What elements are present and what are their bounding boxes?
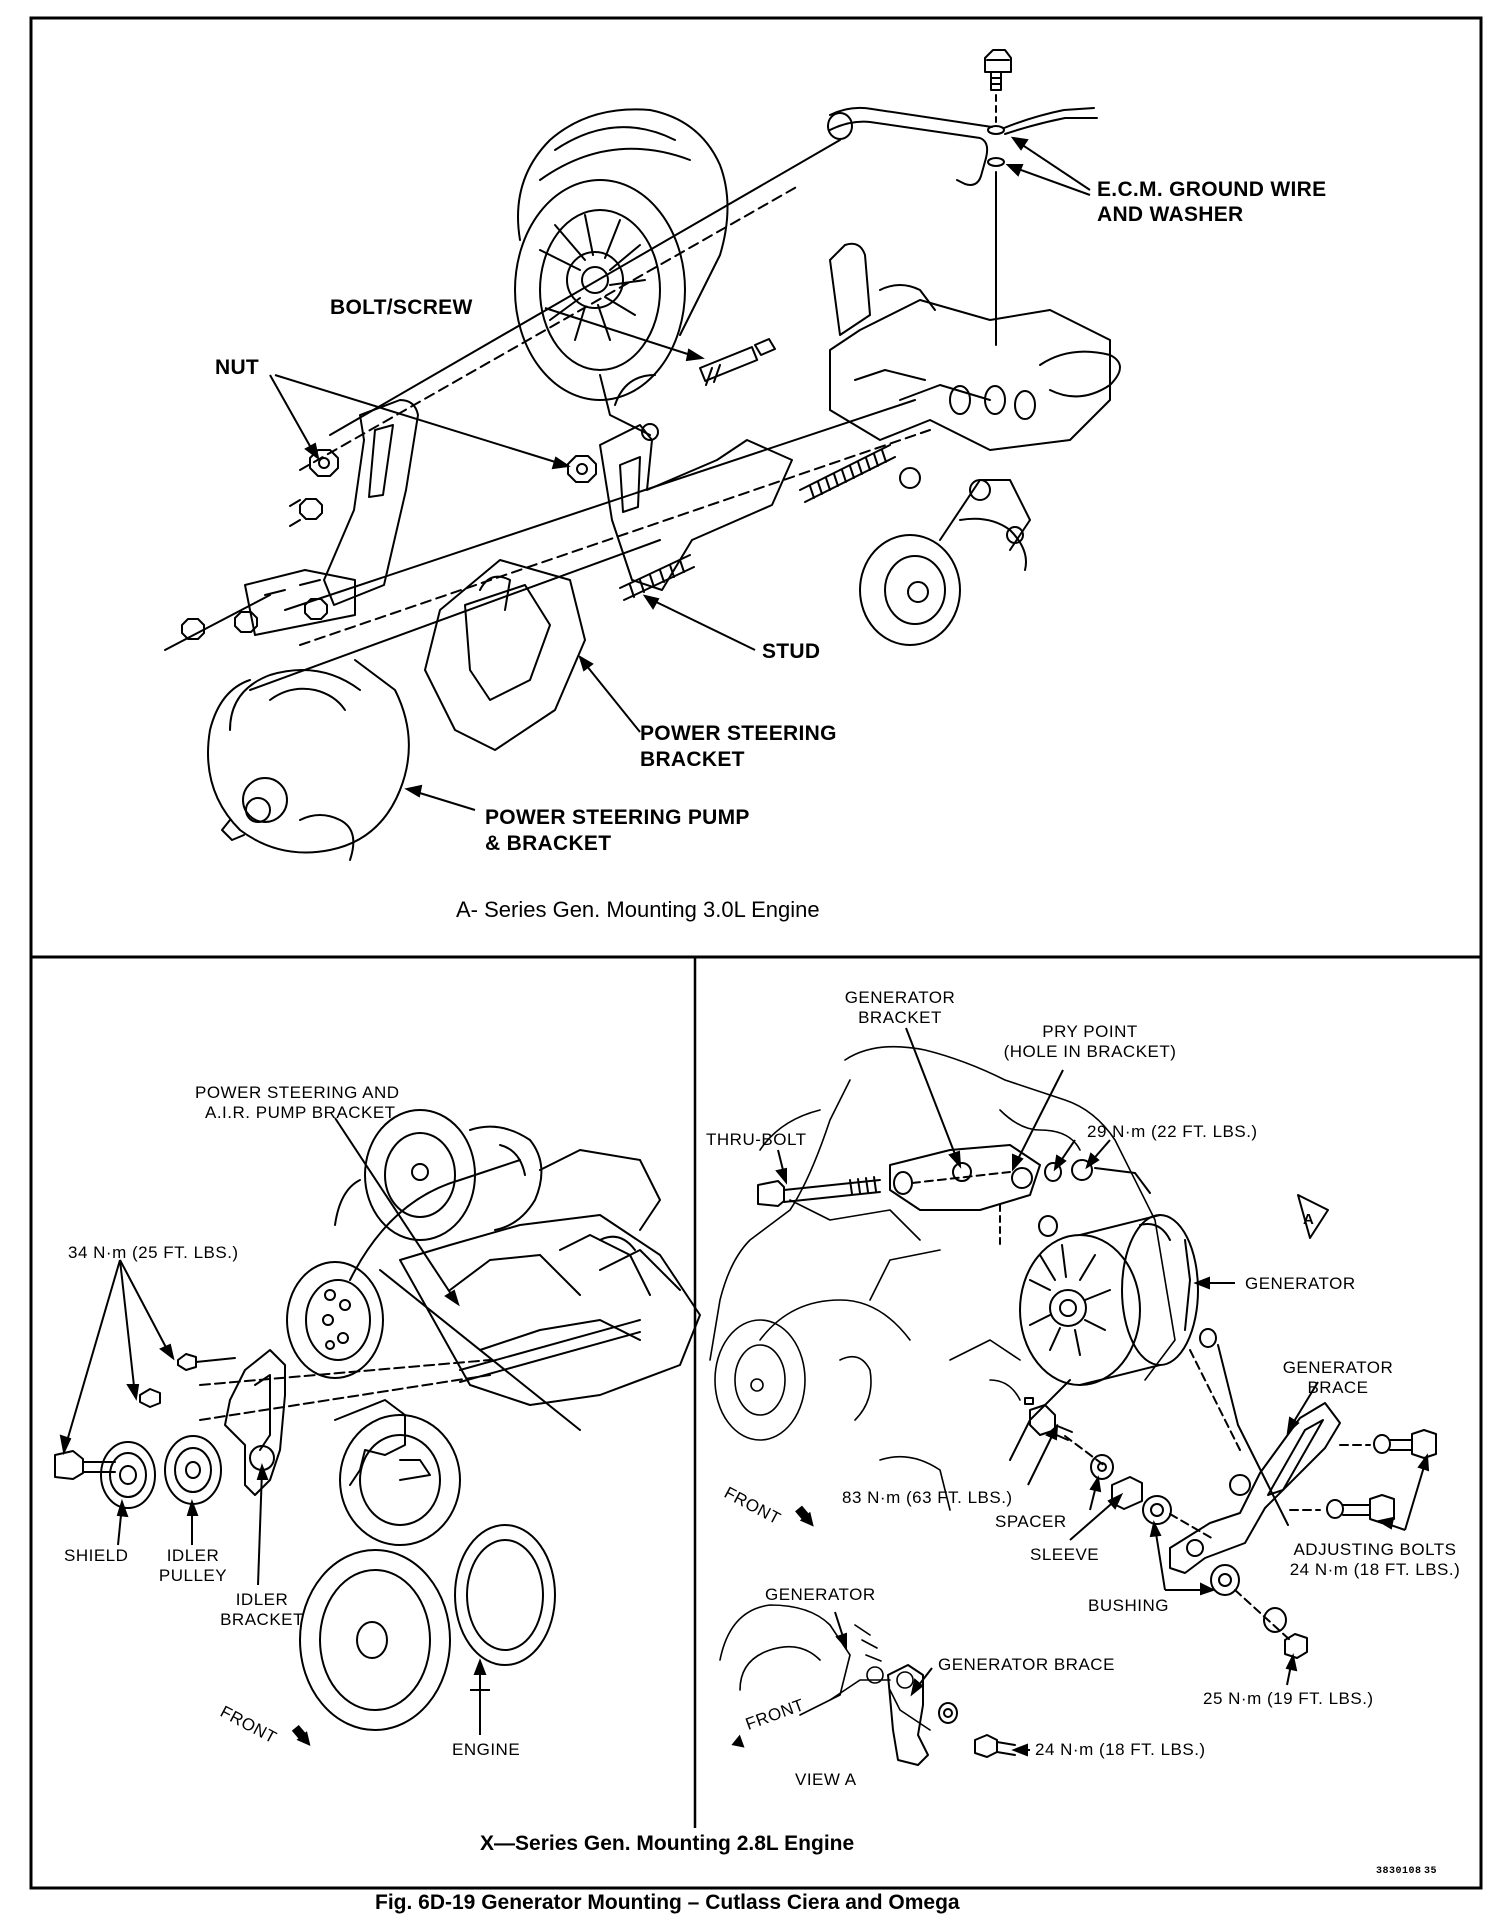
figure-caption: Fig. 6D-19 Generator Mounting – Cutlass … xyxy=(375,1891,960,1914)
rear-bracket-icon xyxy=(244,399,419,636)
panel-x-left-leaders xyxy=(59,1117,490,1735)
power-steering-bracket-icon xyxy=(424,559,586,751)
label-power-steering-pump-2: & BRACKET xyxy=(485,832,612,855)
panel-a-caption: A- Series Gen. Mounting 3.0L Engine xyxy=(456,897,820,922)
air-pump-pulley-icon xyxy=(334,1109,543,1241)
panel-x-left-drawing xyxy=(54,1109,701,1731)
label-spacer: SPACER xyxy=(995,1512,1067,1531)
label-torque-34: 34 N·m (25 FT. LBS.) xyxy=(68,1243,239,1262)
label-sleeve: SLEEVE xyxy=(1030,1545,1100,1564)
label-ps-air-bracket-2: A.I.R. PUMP BRACKET xyxy=(205,1103,396,1122)
engine-block-icon xyxy=(709,1045,1176,1511)
label-generator-bracket-1: GENERATOR xyxy=(844,988,956,1007)
label-thru-bolt: THRU-BOLT xyxy=(706,1130,807,1149)
label-generator-bracket-2: BRACKET xyxy=(858,1008,942,1027)
panel-a-drawing xyxy=(164,49,1121,861)
label-idler-pulley-1: IDLER xyxy=(166,1546,220,1565)
idler-pulley-icon xyxy=(164,1435,222,1505)
label-power-steering-bracket-2: BRACKET xyxy=(640,748,745,771)
label-generator-brace-2: BRACE xyxy=(1307,1378,1369,1397)
label-torque-24: 24 N·m (18 FT. LBS.) xyxy=(1035,1740,1206,1759)
label-ecm-ground-wire: E.C.M. GROUND WIRE xyxy=(1097,178,1327,201)
label-view-a-generator: GENERATOR xyxy=(765,1585,876,1604)
panel-x-right-leaders xyxy=(775,1027,1430,1757)
label-pry-point-2: (HOLE IN BRACKET) xyxy=(1003,1042,1177,1061)
panel-x-right-drawing xyxy=(709,1045,1437,1766)
label-power-steering-pump-1: POWER STEERING PUMP xyxy=(485,806,750,829)
label-adjusting-bolts-1: ADJUSTING BOLTS xyxy=(1293,1540,1457,1559)
figure-frame xyxy=(29,16,1483,1890)
panel-x-caption: X—Series Gen. Mounting 2.8L Engine xyxy=(480,1832,855,1855)
front-arrow-icon xyxy=(731,1734,745,1748)
nut-icon xyxy=(181,449,597,640)
label-bolt-screw: BOLT/SCREW xyxy=(330,296,473,319)
image-code: 3830108 35 xyxy=(1376,1866,1438,1877)
label-torque-25: 25 N·m (19 FT. LBS.) xyxy=(1203,1689,1374,1708)
crank-pulley-icon xyxy=(299,1399,556,1731)
label-torque-29: 29 N·m (22 FT. LBS.) xyxy=(1087,1122,1258,1141)
stud-icon xyxy=(619,444,896,601)
label-view-a-generator-brace: GENERATOR BRACE xyxy=(938,1655,1115,1674)
ps-pump-pulley-icon xyxy=(286,1261,384,1379)
power-steering-pump-icon xyxy=(207,659,410,861)
label-bushing: BUSHING xyxy=(1088,1596,1169,1615)
bolt-screw-icon xyxy=(699,338,776,386)
label-idler-bracket-2: BRACKET xyxy=(220,1610,304,1629)
ecm-bolt-icon xyxy=(984,49,1098,346)
label-stud: STUD xyxy=(762,640,821,663)
view-a-marker: A xyxy=(1303,1211,1315,1228)
label-view-a: VIEW A xyxy=(795,1770,857,1789)
thru-bolt-icon xyxy=(757,1171,1011,1207)
label-shield: SHIELD xyxy=(64,1546,129,1565)
label-nut: NUT xyxy=(215,356,260,379)
label-ps-air-bracket-1: POWER STEERING AND xyxy=(195,1083,400,1102)
label-generator-brace-1: GENERATOR xyxy=(1282,1358,1394,1377)
generator-icon xyxy=(1019,1214,1217,1386)
label-torque-83: 83 N·m (63 FT. LBS.) xyxy=(842,1488,1013,1507)
crank-pulley-icon xyxy=(859,467,1031,646)
front-arrow-icons xyxy=(291,1505,814,1748)
label-generator: GENERATOR xyxy=(1245,1274,1356,1293)
generator-brace-icon xyxy=(1169,1402,1341,1574)
shield-icon xyxy=(100,1441,156,1509)
panel-a-leaders xyxy=(269,136,1091,811)
view-a-generator-icon xyxy=(719,1604,931,1731)
label-ecm-and-washer: AND WASHER xyxy=(1097,203,1244,226)
label-pry-point-1: PRY POINT xyxy=(1042,1022,1138,1041)
engine-block-icon xyxy=(829,242,1121,451)
label-power-steering-bracket-1: POWER STEERING xyxy=(640,722,837,745)
front-arrow-icon xyxy=(795,1505,814,1527)
label-adjusting-bolts-2: 24 N·m (18 FT. LBS.) xyxy=(1289,1560,1461,1579)
idler-bracket-icon xyxy=(224,1349,286,1496)
label-engine: ENGINE xyxy=(452,1740,521,1759)
label-idler-pulley-2: PULLEY xyxy=(158,1566,228,1585)
label-idler-bracket-1: IDLER xyxy=(235,1590,289,1609)
generator-bracket-icon xyxy=(599,423,793,591)
front-arrow-icon xyxy=(291,1724,311,1746)
alternator-icon xyxy=(514,108,729,436)
